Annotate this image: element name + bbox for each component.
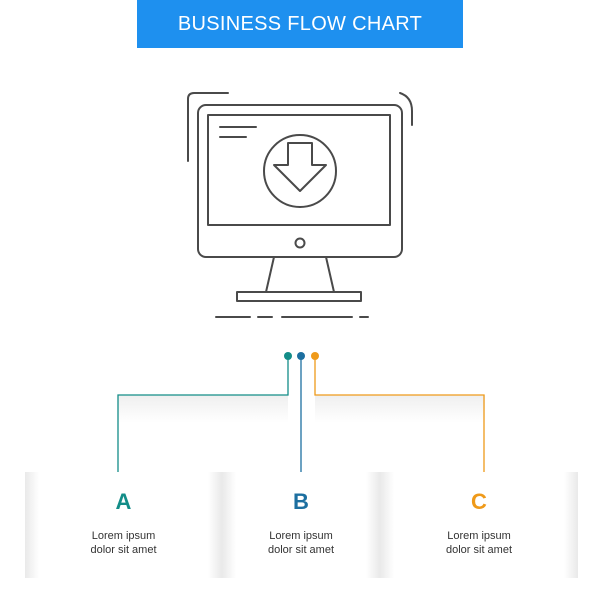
connector-dot-c	[311, 352, 319, 360]
step-letter-a: A	[115, 489, 132, 514]
step-text-b-line1: Lorem ipsum	[269, 530, 333, 542]
connector-dot-b	[297, 352, 305, 360]
step-text-b-line2: dolor sit amet	[267, 544, 335, 556]
step-text-a: Lorem ipsum dolor sit amet	[25, 529, 222, 557]
step-text-a-line1: Lorem ipsum	[91, 530, 156, 542]
step-panel-b: B Lorem ipsum dolor sit amet	[222, 472, 380, 578]
step-letter-c: C	[471, 489, 487, 514]
step-text-c: Lorem ipsum dolor sit amet	[380, 529, 578, 557]
download-monitor-icon	[180, 85, 420, 325]
step-panel-a: A Lorem ipsum dolor sit amet	[25, 472, 222, 578]
step-text-b: Lorem ipsum dolor sit amet	[222, 529, 380, 557]
step-panel-c: C Lorem ipsum dolor sit amet	[380, 472, 578, 578]
step-letter-b: B	[293, 489, 309, 514]
step-text-c-line2: dolor sit amet	[445, 544, 513, 556]
step-text-c-line1: Lorem ipsum	[447, 530, 511, 542]
page-title: BUSINESS FLOW CHART	[177, 12, 423, 35]
connector-dot-a	[284, 352, 292, 360]
connector-shade-left	[118, 395, 288, 423]
title-banner: BUSINESS FLOW CHART	[137, 0, 463, 48]
step-text-a-line2: dolor sit amet	[90, 544, 157, 556]
connector-shade-right	[315, 395, 485, 423]
